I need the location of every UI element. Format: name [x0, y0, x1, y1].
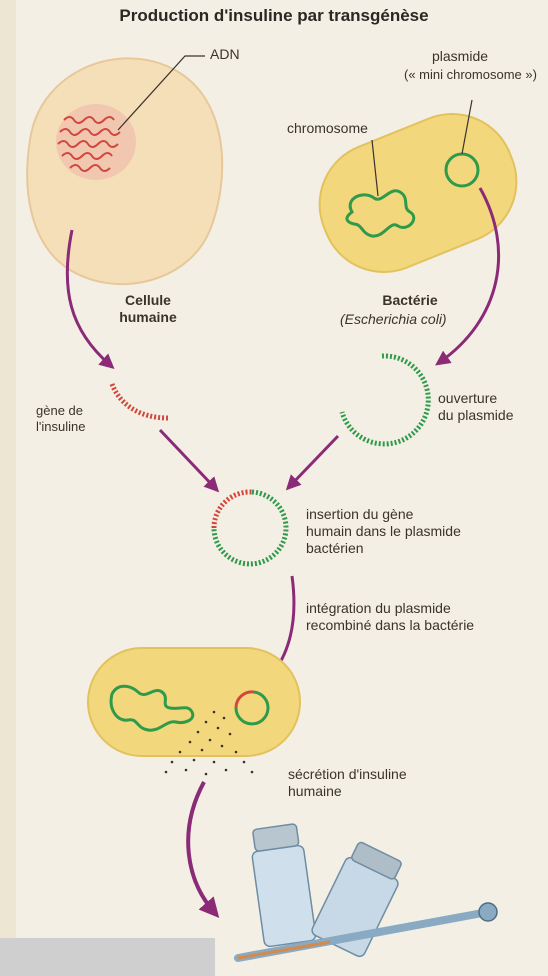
label-secretion-1: sécrétion d'insuline — [288, 766, 407, 783]
label-integration-2: recombiné dans la bactérie — [306, 617, 474, 634]
label-gene-de: gène de — [36, 402, 83, 419]
label-insertion-1: insertion du gène — [306, 506, 413, 523]
label-plasmide: plasmide — [432, 48, 488, 65]
label-insertion-3: bactérien — [306, 540, 364, 557]
recombinant-plasmid-red — [214, 492, 252, 528]
arrow-plasmid-to-recombinant — [290, 436, 338, 486]
human-cell — [27, 58, 222, 284]
label-mini-chromosome: (« mini chromosome ») — [404, 66, 537, 83]
nucleus — [56, 104, 136, 180]
arrow-gene-to-recombinant — [160, 430, 215, 488]
label-insertion-2: humain dans le plasmide — [306, 523, 461, 540]
label-bacterie: Bactérie — [350, 292, 470, 309]
label-humaine: humaine — [100, 309, 196, 326]
label-cellule: Cellule — [100, 292, 196, 309]
arrow-to-vials — [188, 782, 214, 912]
label-escherichia: (Escherichia coli) — [340, 311, 447, 328]
label-secretion-2: humaine — [288, 783, 342, 800]
label-integration-1: intégration du plasmide — [306, 600, 451, 617]
insulin-gene — [112, 384, 168, 418]
opened-plasmid — [342, 356, 428, 444]
label-adn: ADN — [210, 46, 240, 63]
insulin-vials-syringe — [238, 824, 497, 959]
label-du-plasmide: du plasmide — [438, 407, 514, 424]
diagram-title: Production d'insuline par transgénèse — [0, 6, 548, 26]
label-insuline: l'insuline — [36, 418, 85, 435]
label-ouverture: ouverture — [438, 390, 497, 407]
label-chromosome: chromosome — [287, 120, 368, 137]
